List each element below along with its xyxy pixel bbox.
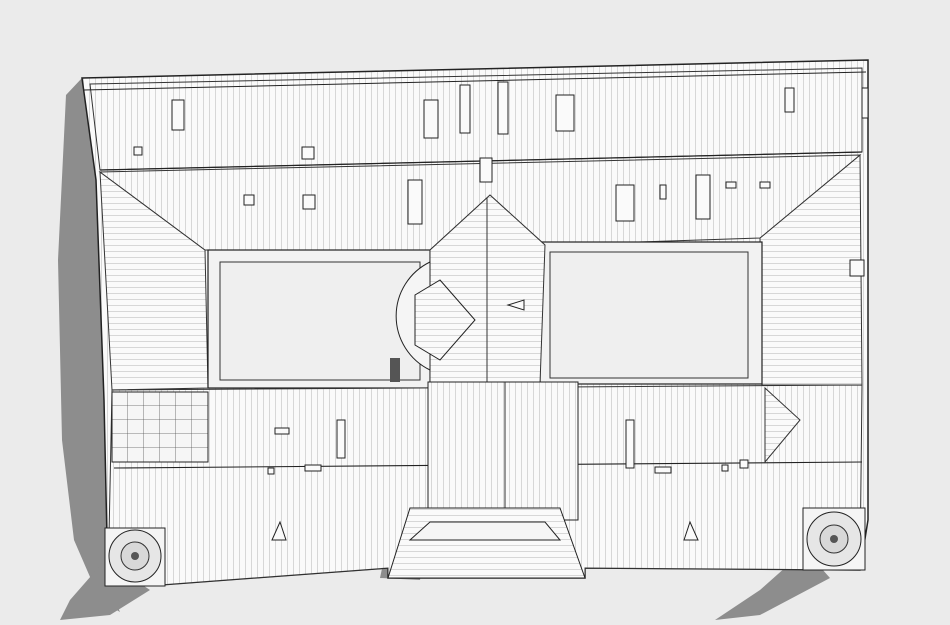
dormer [654, 466, 672, 474]
dormer [725, 181, 737, 189]
dormer [659, 184, 667, 200]
dormer [615, 184, 635, 222]
dormer [407, 179, 423, 225]
vent [271, 520, 287, 541]
vent [506, 299, 525, 311]
dormer [497, 81, 509, 135]
dormer [784, 87, 795, 113]
dormer [555, 94, 575, 132]
tower-southwest [104, 527, 166, 587]
dormers [133, 81, 869, 475]
dormer [721, 464, 729, 472]
dormer [739, 459, 749, 469]
portico-roof [387, 507, 586, 579]
dormer [304, 464, 322, 472]
dormer [459, 84, 471, 134]
southeast-hip [764, 386, 801, 464]
south-entrance-roof [427, 381, 579, 521]
dormer [849, 259, 865, 277]
dormer [133, 146, 143, 156]
shadow-west [58, 78, 120, 612]
portico-ridge [408, 521, 562, 541]
dormer [336, 419, 346, 459]
roof-vents [271, 299, 699, 541]
stair-tower-pyramid [414, 279, 476, 361]
dormer [243, 194, 255, 206]
dormer [695, 174, 711, 220]
dormer [171, 99, 185, 131]
dormer [479, 157, 493, 183]
dormer [302, 194, 316, 210]
dormer [759, 181, 771, 189]
courtyard-west [207, 249, 431, 389]
dormer [861, 87, 869, 119]
chimney [390, 358, 400, 382]
courtyard-east [539, 241, 763, 385]
dormer [274, 427, 290, 435]
dormer [301, 146, 315, 160]
eave-north [83, 71, 867, 91]
dormer [267, 467, 275, 475]
dormer [625, 419, 635, 469]
skylight-grid [111, 391, 209, 463]
vent [683, 520, 699, 541]
dormer [423, 99, 439, 139]
tower-southeast [802, 507, 866, 571]
